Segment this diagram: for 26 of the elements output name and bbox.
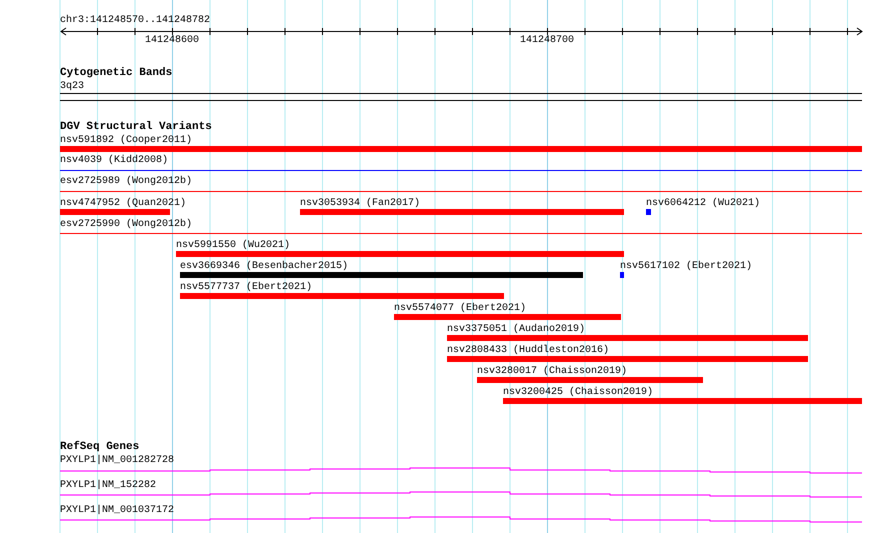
variant-label: nsv3280017 (Chaisson2019): [477, 366, 628, 377]
variant-label: nsv5991550 (Wu2021): [176, 240, 290, 251]
variant-label: nsv2808433 (Huddleston2016): [447, 345, 610, 356]
variant-label: nsv6064212 (Wu2021): [646, 198, 760, 209]
coordinate-range: chr3:141248570..141248782: [60, 15, 210, 26]
variant-label: nsv5577737 (Ebert2021): [180, 282, 312, 293]
tick-label: 141248600: [145, 35, 200, 46]
variant-label: esv2725990 (Wong2012b): [60, 219, 192, 230]
variant-label: nsv4747952 (Quan2021): [60, 198, 186, 209]
track-heading: Cytogenetic Bands: [60, 68, 172, 79]
variant-label: nsv3375051 (Audano2019): [447, 324, 586, 335]
variant-label: nsv5574077 (Ebert2021): [394, 303, 526, 314]
variant-label: esv2725989 (Wong2012b): [60, 176, 192, 187]
variant-label: nsv5617102 (Ebert2021): [620, 261, 752, 272]
track-heading: DGV Structural Variants: [60, 122, 212, 133]
variant-label: esv3669346 (Besenbacher2015): [180, 261, 348, 272]
variant-label: nsv591892 (Cooper2011): [60, 135, 192, 146]
variant-label: nsv3200425 (Chaisson2019): [503, 387, 654, 398]
variant-label: nsv4039 (Kidd2008): [60, 155, 168, 166]
variant-label: nsv3053934 (Fan2017): [300, 198, 420, 209]
track-heading: RefSeq Genes: [60, 442, 140, 453]
tick-label: 141248700: [520, 35, 574, 46]
gene-label: PXYLP1|NM_152282: [60, 480, 156, 491]
gene-label: PXYLP1|NM_001037172: [60, 505, 174, 516]
gene-label: PXYLP1|NM_001282728: [60, 455, 174, 466]
cytoband-label: 3q23: [60, 81, 84, 92]
